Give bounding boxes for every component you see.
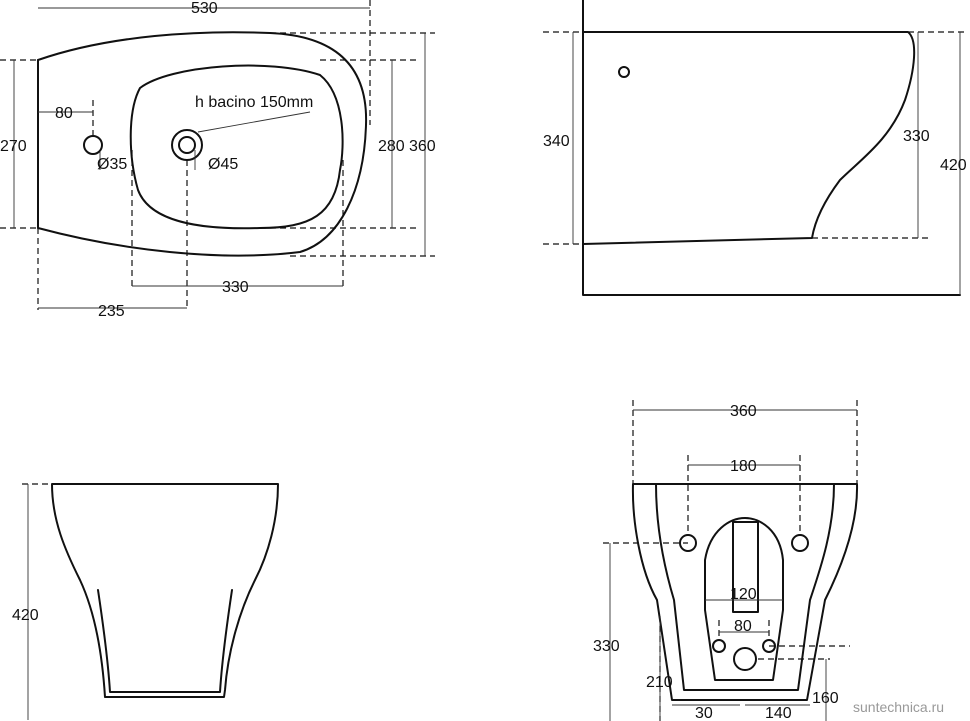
watermark: suntechnica.ru (853, 699, 944, 715)
top-view-outline (37, 31, 368, 257)
dim-360: 360 (730, 403, 757, 420)
front-view: 420 (12, 483, 279, 720)
dim-330: 330 (222, 279, 249, 296)
dim-120: 120 (730, 586, 757, 603)
dim-330: 330 (593, 638, 620, 655)
back-view: 360 180 120 80 330 210 160 30 140 (593, 400, 859, 721)
dim-160: 160 (812, 690, 839, 707)
dim-420: 420 (12, 607, 39, 624)
dim-360: 360 (409, 138, 436, 155)
overflow-hole (618, 66, 630, 78)
top-view: 530 270 80 Ø35 Ø45 h bacino 150mm 280 36… (0, 0, 436, 320)
waste-outlet (733, 647, 757, 671)
supply-hole-left (712, 639, 726, 653)
side-view-profile (582, 31, 916, 245)
dim-340: 340 (543, 133, 570, 150)
dim-diameter-45: Ø45 (208, 156, 238, 173)
dim-30: 30 (695, 705, 713, 721)
dim-140: 140 (765, 705, 792, 721)
front-view-inner (97, 589, 233, 693)
tap-hole (83, 135, 103, 155)
dim-280: 280 (378, 138, 405, 155)
dim-80: 80 (734, 618, 752, 635)
dim-235: 235 (98, 303, 125, 320)
drain-inner (178, 136, 196, 154)
dim-210: 210 (646, 674, 673, 691)
dim-80: 80 (55, 105, 73, 122)
side-view: 340 330 420 (543, 0, 968, 296)
dim-diameter-35: Ø35 (97, 156, 127, 173)
dim-180: 180 (730, 458, 757, 475)
side-view-wall (582, 0, 961, 296)
fixing-hole-left (679, 534, 697, 552)
basin-outline (129, 64, 344, 230)
front-view-outline (51, 483, 279, 698)
fixing-hole-right (791, 534, 809, 552)
back-view-slot (732, 521, 759, 613)
back-view-mount-panel (704, 517, 784, 681)
dim-530: 530 (191, 0, 218, 17)
back-view-outline (631, 483, 859, 701)
drain-outer (171, 129, 203, 161)
back-view-inner-outline (655, 483, 835, 691)
dim-270: 270 (0, 138, 27, 155)
basin-height-label: h bacino 150mm (195, 94, 313, 111)
dim-330: 330 (903, 128, 930, 145)
dim-420: 420 (940, 157, 967, 174)
